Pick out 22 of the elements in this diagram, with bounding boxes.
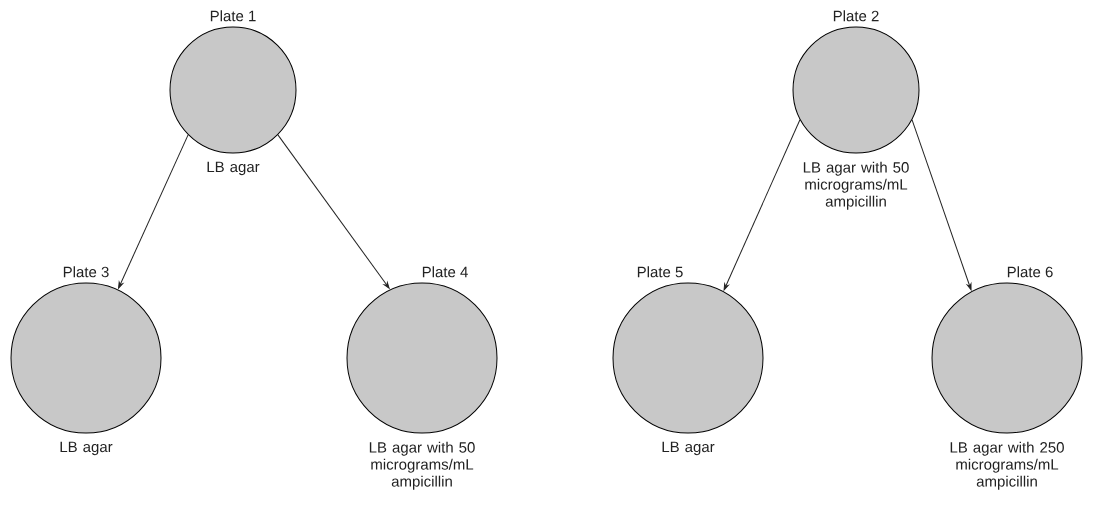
medium-label: LB agar with 50 micrograms/mL ampicillin bbox=[369, 441, 475, 490]
medium-label: LB agar with 250 micrograms/mL ampicillin bbox=[950, 441, 1064, 490]
medium-label: LB agar bbox=[662, 441, 715, 456]
medium-label: LB agar bbox=[60, 441, 113, 456]
plate-title: Plate 2 bbox=[833, 10, 879, 22]
arrow bbox=[277, 134, 390, 289]
arrow bbox=[911, 119, 972, 291]
arrow bbox=[723, 119, 801, 291]
plate-title: Plate 1 bbox=[210, 10, 256, 22]
arrow bbox=[118, 134, 189, 289]
plate-circle bbox=[169, 10, 297, 176]
plate-title: Plate 3 bbox=[63, 266, 109, 278]
plate-circle bbox=[10, 266, 162, 456]
plate-title: Plate 4 bbox=[422, 266, 468, 278]
plate-circle bbox=[612, 266, 764, 456]
medium-label: LB agar bbox=[207, 161, 260, 176]
plate-circle bbox=[346, 266, 498, 490]
medium-label: LB agar with 50 micrograms/mL ampicillin bbox=[803, 161, 909, 210]
plate-circle bbox=[792, 10, 920, 210]
plate-title: Plate 5 bbox=[637, 266, 683, 278]
plate-circle bbox=[931, 266, 1083, 490]
plate-title: Plate 6 bbox=[1007, 266, 1053, 278]
